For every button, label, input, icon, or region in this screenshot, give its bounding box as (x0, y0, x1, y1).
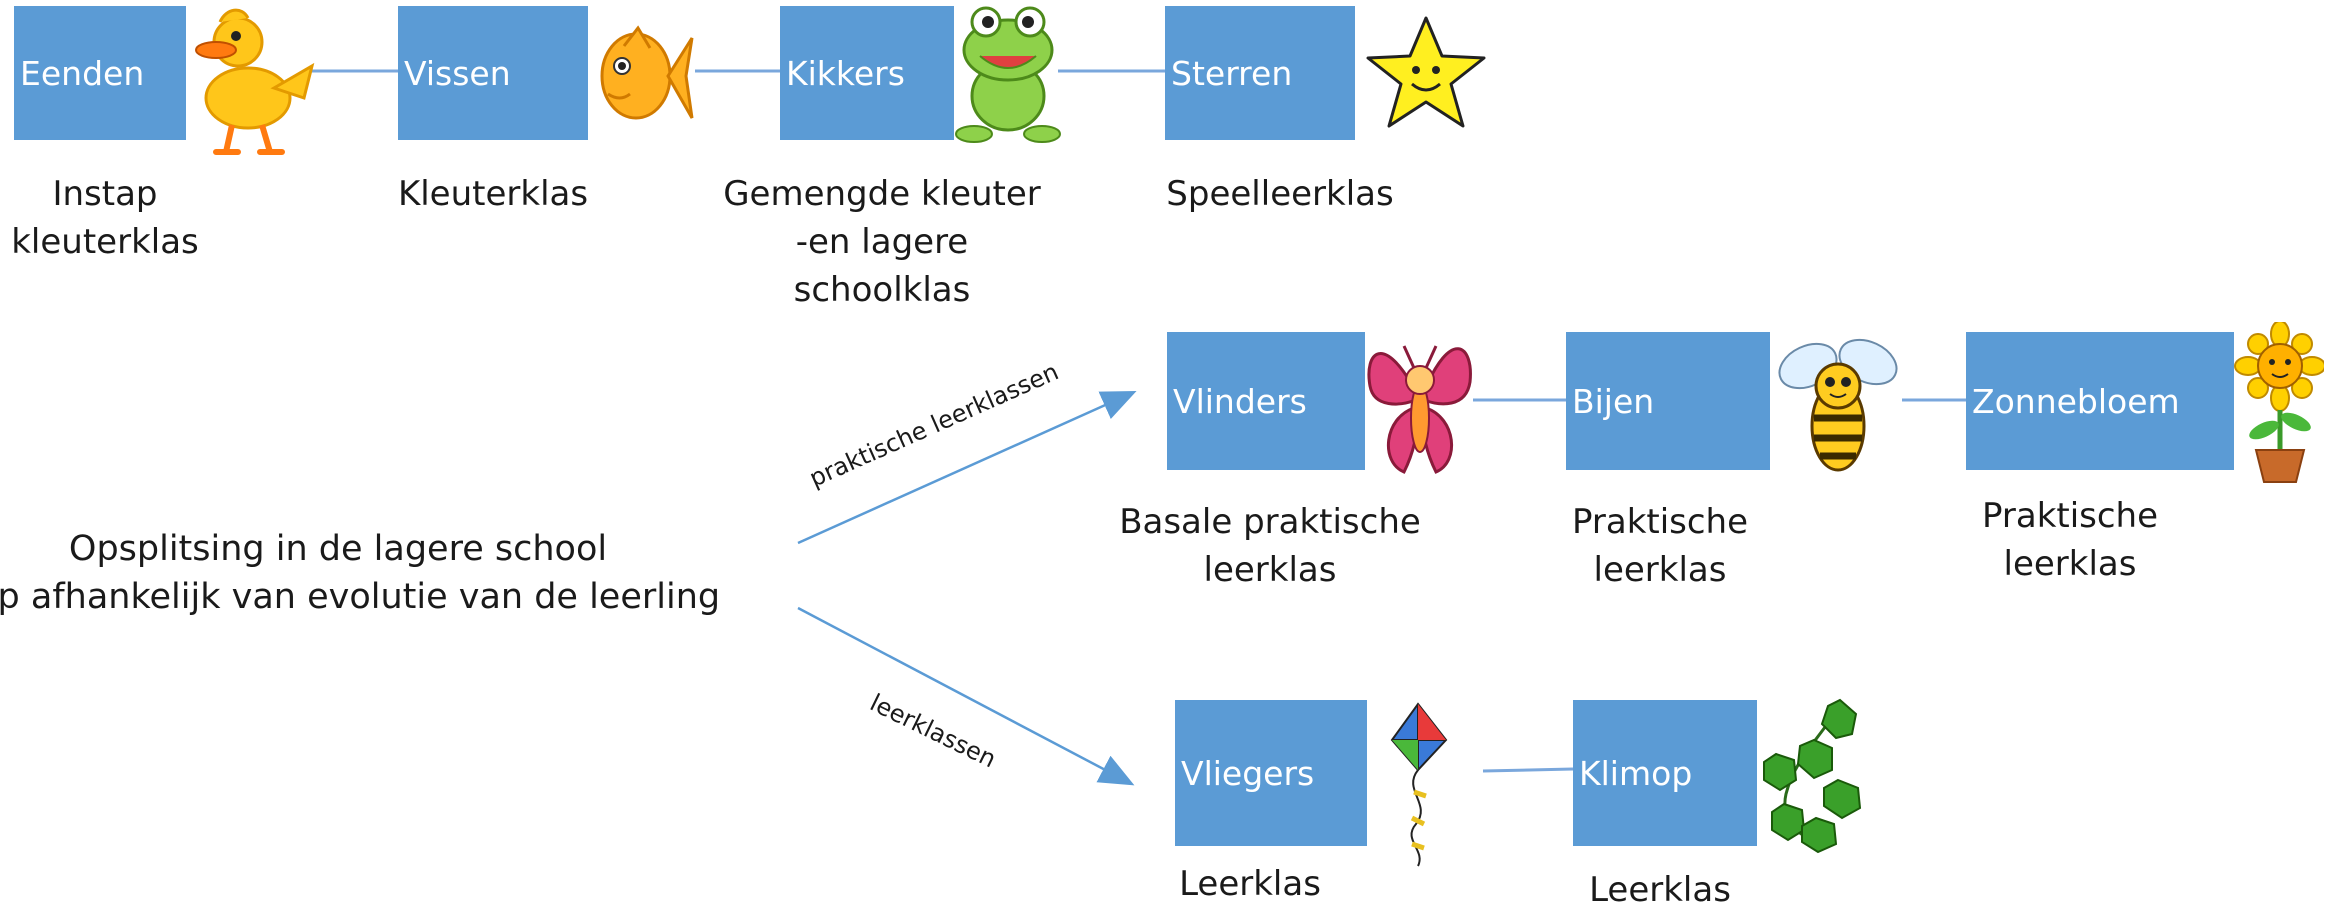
class-label: Vlinders (1173, 381, 1307, 421)
class-label: Vliegers (1181, 753, 1315, 793)
caption-vlinders: Basale praktische leerklas (1100, 498, 1440, 594)
caption-bijen: Praktische leerklas (1540, 498, 1780, 594)
caption-line: leerklas (2003, 544, 2137, 584)
caption-line: Praktische (1981, 496, 2159, 536)
class-label: Eenden (20, 53, 145, 93)
class-box-vliegers: Vliegers (1175, 700, 1367, 846)
class-box-bijen: Bijen (1566, 332, 1770, 470)
caption-vissen: Kleuterklas (388, 170, 598, 218)
caption-line: kleuterklas (11, 222, 199, 262)
caption-line: leerklas (1593, 550, 1727, 590)
class-box-vlinders: Vlinders (1167, 332, 1365, 470)
caption-klimop: Leerklas (1540, 866, 1780, 914)
class-label: Sterren (1171, 53, 1293, 93)
class-box-kikkers: Kikkers (780, 6, 954, 140)
caption-kikkers: Gemengde kleuter -en lagere schoolklas (722, 170, 1042, 314)
caption-line: Kleuterklas (397, 174, 589, 214)
class-box-zonnebloem: Zonnebloem (1966, 332, 2234, 470)
caption-line: -en lagere (795, 222, 969, 262)
class-label: Klimop (1579, 753, 1693, 793)
caption-line: Speelleerklas (1166, 174, 1394, 214)
star-icon (1366, 16, 1486, 128)
sunflower-icon (2234, 322, 2324, 483)
caption-line: Gemengde kleuter (723, 174, 1041, 214)
fish-icon (600, 25, 694, 120)
class-box-vissen: Vissen (398, 6, 588, 140)
arrow-leerklassen (797, 606, 1135, 786)
caption-line: Basale praktische (1119, 502, 1421, 542)
butterfly-icon (1367, 345, 1472, 474)
caption-line: Praktische (1571, 502, 1749, 542)
class-box-eenden: Eenden (14, 6, 186, 140)
bee-icon (1778, 338, 1898, 472)
kite-icon (1390, 702, 1448, 867)
frog-icon (955, 6, 1061, 143)
class-label: Bijen (1572, 381, 1655, 421)
split-description-line: stip afhankelijk van evolutie van de lee… (0, 577, 721, 617)
class-box-sterren: Sterren (1165, 6, 1355, 140)
connector-vliegers-klimop (1482, 767, 1574, 773)
split-description: Opsplitsing in de lagere school stip afh… (0, 525, 768, 621)
class-box-klimop: Klimop (1573, 700, 1757, 846)
arrow-praktische-leerklassen (797, 390, 1137, 545)
caption-line: Leerklas (1179, 864, 1321, 904)
class-label: Vissen (404, 53, 511, 93)
caption-zonnebloem: Praktische leerklas (1950, 492, 2190, 588)
caption-line: schoolklas (793, 270, 971, 310)
class-label: Zonnebloem (1972, 381, 2180, 421)
caption-line: Leerklas (1589, 870, 1731, 910)
caption-vliegers: Leerklas (1130, 860, 1370, 908)
caption-line: Instap (52, 174, 158, 214)
split-description-line: Opsplitsing in de lagere school (68, 529, 608, 569)
ivy-icon (1763, 698, 1862, 854)
caption-sterren: Speelleerklas (1150, 170, 1410, 218)
caption-line: leerklas (1203, 550, 1337, 590)
caption-eenden: Instap kleuterklas (0, 170, 210, 266)
class-label: Kikkers (786, 53, 905, 93)
duck-icon (195, 8, 315, 155)
